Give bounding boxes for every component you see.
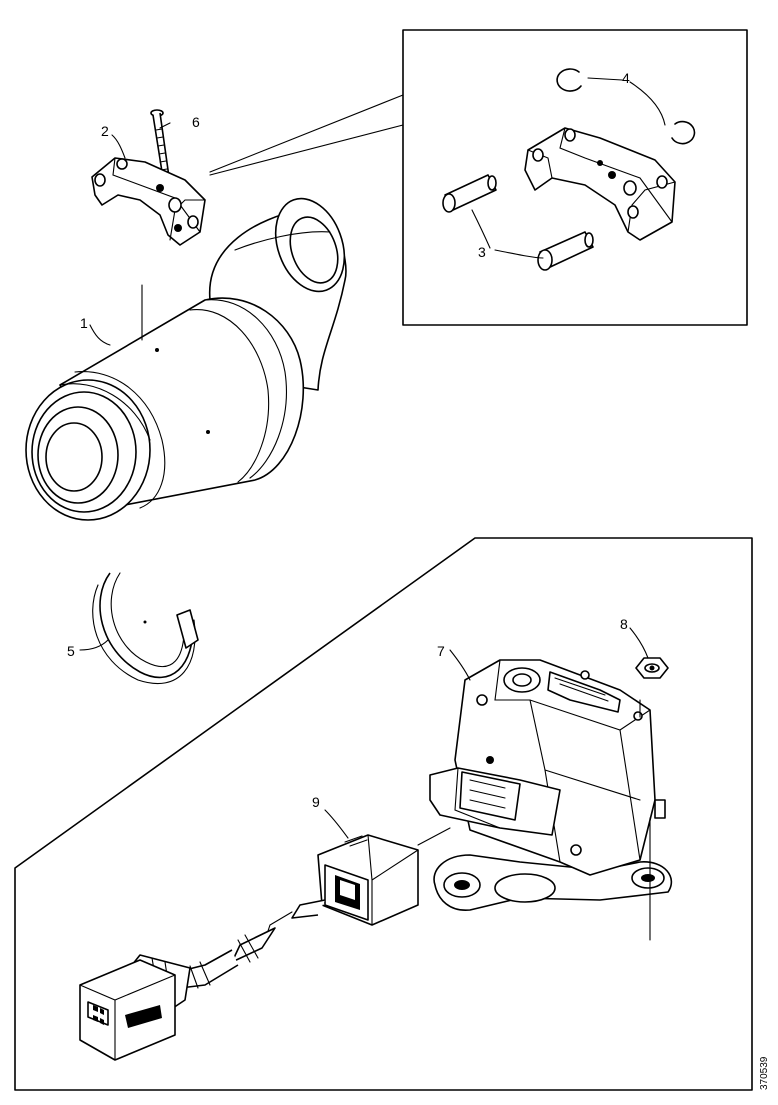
callout-8: 8 — [620, 616, 628, 632]
leader-lines — [79, 77, 666, 846]
callout-9: 9 — [312, 794, 320, 810]
callout-labels: 1 2 6 4 3 5 7 8 9 — [67, 70, 630, 810]
pin-part — [442, 174, 594, 271]
detail-inset-frame — [209, 29, 748, 326]
clamp-band-part — [92, 572, 199, 685]
cylinder-housing-part — [25, 197, 347, 521]
mounting-bracket-detail — [524, 127, 676, 241]
callout-3: 3 — [478, 244, 486, 260]
connector-plug-part — [317, 834, 419, 926]
cable-end-connector-part — [79, 954, 191, 1061]
nut-part — [635, 657, 669, 679]
callout-4: 4 — [622, 70, 630, 86]
actuator-unit-part — [429, 659, 673, 941]
circlip-part — [556, 68, 696, 145]
callout-2: 2 — [101, 123, 109, 139]
mounting-bracket-part — [91, 157, 206, 246]
callout-6: 6 — [192, 114, 200, 130]
figure-reference-number: 370539 — [759, 1056, 770, 1090]
cable-part — [179, 899, 326, 989]
callout-5: 5 — [67, 643, 75, 659]
callout-7: 7 — [437, 643, 445, 659]
lower-panel-frame — [14, 537, 753, 1091]
callout-1: 1 — [80, 315, 88, 331]
